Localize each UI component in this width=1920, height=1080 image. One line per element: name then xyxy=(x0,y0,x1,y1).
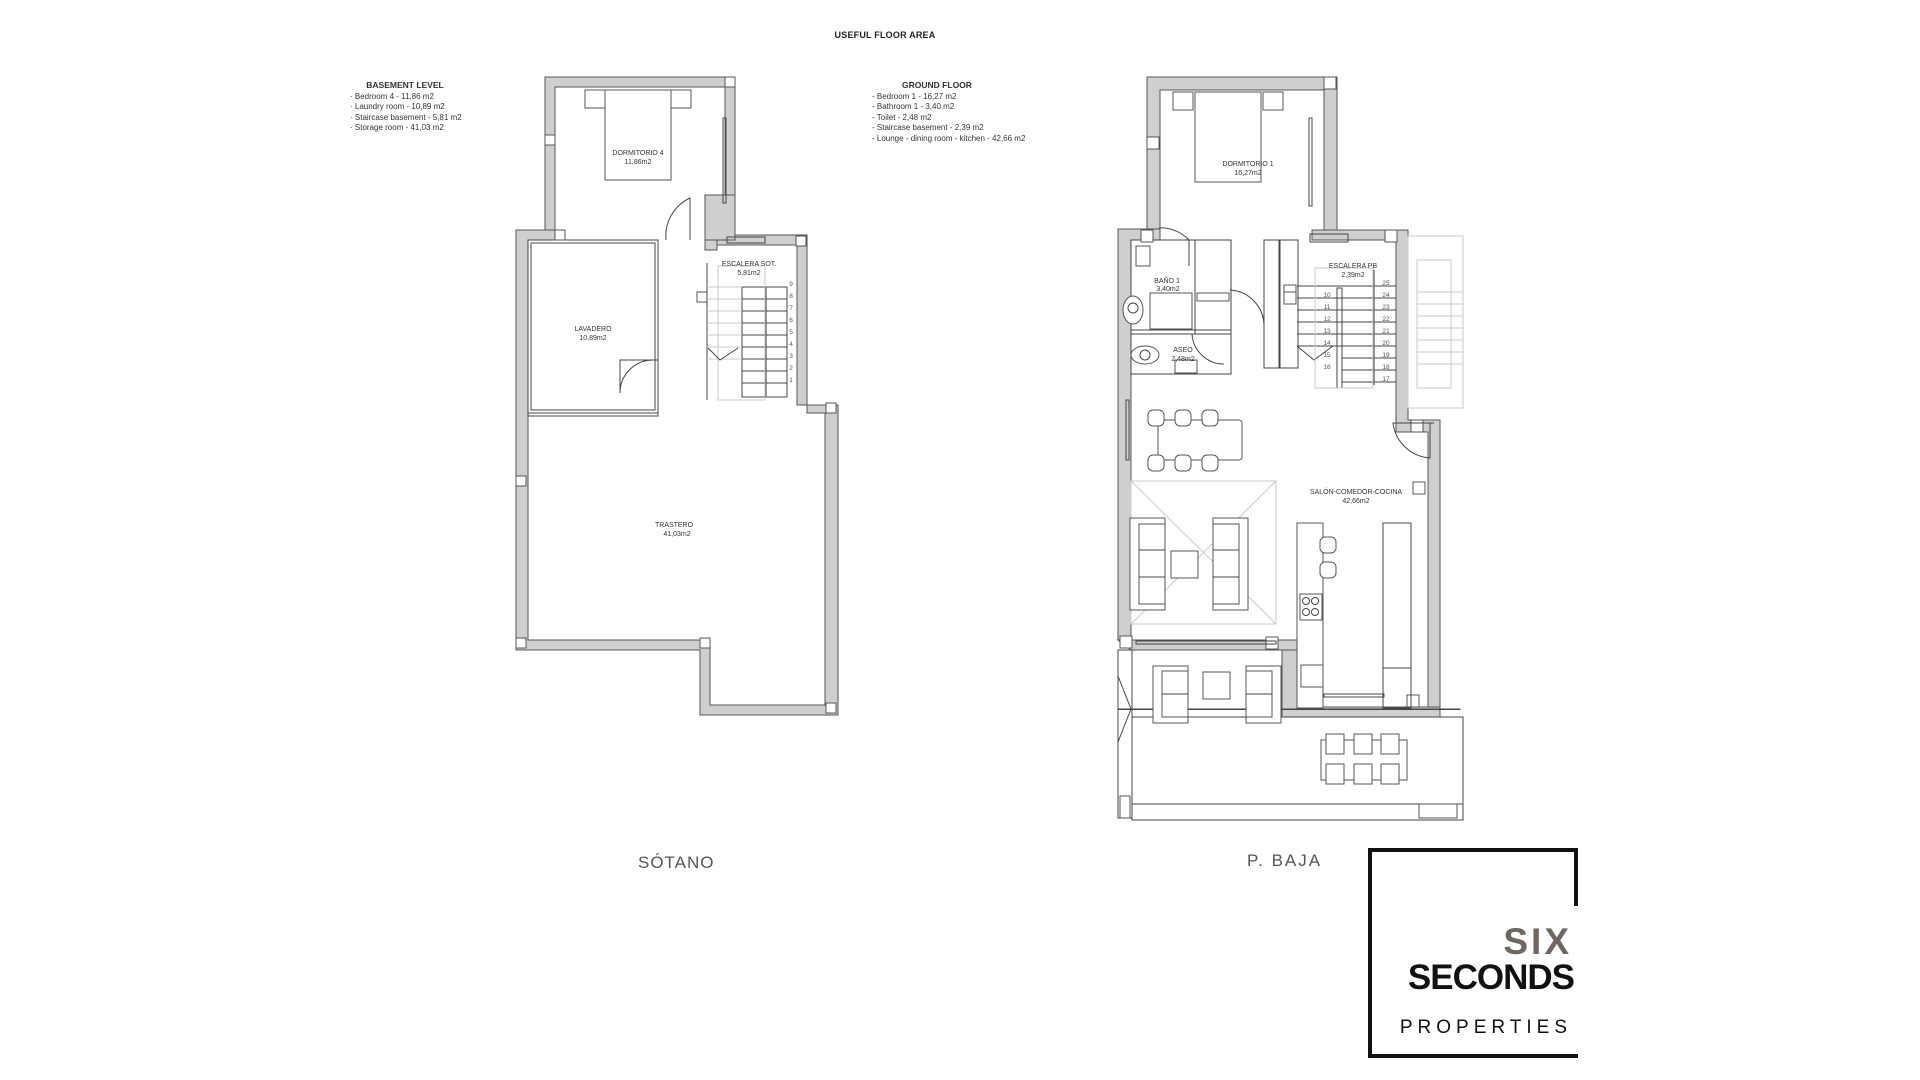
svg-text:16: 16 xyxy=(1323,364,1331,371)
svg-text:25: 25 xyxy=(1382,280,1390,287)
ground-legend-item: - Bathroom 1 - 3,40 m2 xyxy=(872,102,955,111)
svg-text:20: 20 xyxy=(1382,340,1390,347)
svg-text:21: 21 xyxy=(1382,328,1390,335)
logo-frame-left xyxy=(1368,848,1372,1058)
svg-text:13: 13 xyxy=(1323,328,1331,335)
svg-text:24: 24 xyxy=(1382,292,1390,299)
room-label: ESCALERA SOT. xyxy=(722,261,777,268)
room-area: 11,86m2 xyxy=(625,159,652,166)
svg-text:6: 6 xyxy=(789,317,793,324)
ground-legend-item: - Lounge - dining room - kitchen - 42,66… xyxy=(872,133,1026,143)
svg-text:10: 10 xyxy=(1323,292,1331,299)
ground-legend-item: - Toilet - 2,48 m2 xyxy=(872,112,932,122)
svg-text:7: 7 xyxy=(789,305,793,312)
svg-text:4: 4 xyxy=(789,341,793,348)
svg-text:9: 9 xyxy=(789,281,793,288)
basement-plan-label: SÓTANO xyxy=(638,853,715,872)
basement-legend-item: · Storage room - 41,03 m2 xyxy=(350,123,444,132)
svg-text:1: 1 xyxy=(789,377,793,384)
svg-text:11: 11 xyxy=(1324,304,1331,311)
svg-text:14: 14 xyxy=(1323,340,1331,347)
basement-legend-item: · Bedroom 4 - 11,86 m2 xyxy=(350,91,434,101)
svg-text:8: 8 xyxy=(789,293,793,300)
svg-text:17: 17 xyxy=(1382,376,1390,383)
room-area: 41,03m2 xyxy=(663,531,690,538)
svg-text:18: 18 xyxy=(1382,364,1390,371)
room-area: 3,40m2 xyxy=(1156,286,1179,293)
logo-six: SIX xyxy=(1503,921,1572,962)
svg-text:2: 2 xyxy=(789,365,793,372)
page-title: USEFUL FLOOR AREA xyxy=(834,30,936,40)
svg-text:5: 5 xyxy=(789,329,793,336)
ground-legend-item: - Bedroom 1 - 16,27 m2 xyxy=(872,91,957,101)
basement-legend: BASEMENT LEVEL · Bedroom 4 - 11,86 m2 · … xyxy=(350,80,510,134)
logo-frame-top xyxy=(1368,848,1578,852)
room-area: 2,39m2 xyxy=(1341,272,1364,279)
room-label: ESCALERA PB xyxy=(1329,263,1378,270)
logo-properties: PROPERTIES xyxy=(1399,1017,1572,1038)
room-label: DORMITORIO 4 xyxy=(612,150,663,157)
svg-text:12: 12 xyxy=(1323,316,1331,323)
svg-text:22: 22 xyxy=(1382,316,1390,323)
room-label: LAVADERO xyxy=(574,326,612,333)
ground-legend: GROUND FLOOR - Bedroom 1 - 16,27 m2 - Ba… xyxy=(872,80,1102,144)
room-label: DORMITORIO 1 xyxy=(1222,161,1273,168)
room-label: 10,89m2 xyxy=(579,335,606,342)
logo-frame-bottom xyxy=(1368,1054,1578,1058)
room-label: SALÓN-COMEDOR-COCINA xyxy=(1310,487,1403,496)
logo-frame-right xyxy=(1574,848,1578,906)
ground-legend-heading: GROUND FLOOR xyxy=(902,80,972,90)
svg-text:15: 15 xyxy=(1323,352,1331,359)
ground-plan-label: P. BAJA xyxy=(1247,851,1323,870)
ground-plan: 10 11 12 13 14 15 16 25 24 23 22 21 20 1… xyxy=(1116,76,1464,821)
svg-text:3: 3 xyxy=(789,353,793,360)
ground-stairs: 10 11 12 13 14 15 16 25 24 23 22 21 20 1… xyxy=(1283,233,1396,389)
room-label: ASEO xyxy=(1173,347,1193,354)
basement-legend-item: · Laundry room - 10,89 m2 xyxy=(350,102,445,111)
svg-text:19: 19 xyxy=(1382,352,1390,359)
room-area: 42,66m2 xyxy=(1342,498,1369,505)
room-label: BAÑO 1 xyxy=(1154,276,1180,285)
basement-legend-item: · Staircase basement - 5,81 m2 xyxy=(350,112,462,122)
basement-stairs: 9 8 7 6 5 4 3 2 1 xyxy=(706,263,793,401)
room-area: 2,48m2 xyxy=(1171,356,1194,363)
ground-legend-item: - Staircase basement - 2,39 m2 xyxy=(872,123,984,132)
svg-text:23: 23 xyxy=(1382,304,1390,311)
logo-seconds: SECONDS xyxy=(1407,958,1575,997)
room-label: TRASTERO xyxy=(655,522,694,529)
basement-plan: 9 8 7 6 5 4 3 2 1 DORMITORIO 4 11,86m2 L… xyxy=(515,76,839,716)
room-area: 5,81m2 xyxy=(737,270,760,277)
room-area: 16,27m2 xyxy=(1234,170,1261,177)
basement-legend-heading: BASEMENT LEVEL xyxy=(366,80,444,90)
six-seconds-logo: SIX SECONDS PROPERTIES xyxy=(1368,848,1578,1058)
